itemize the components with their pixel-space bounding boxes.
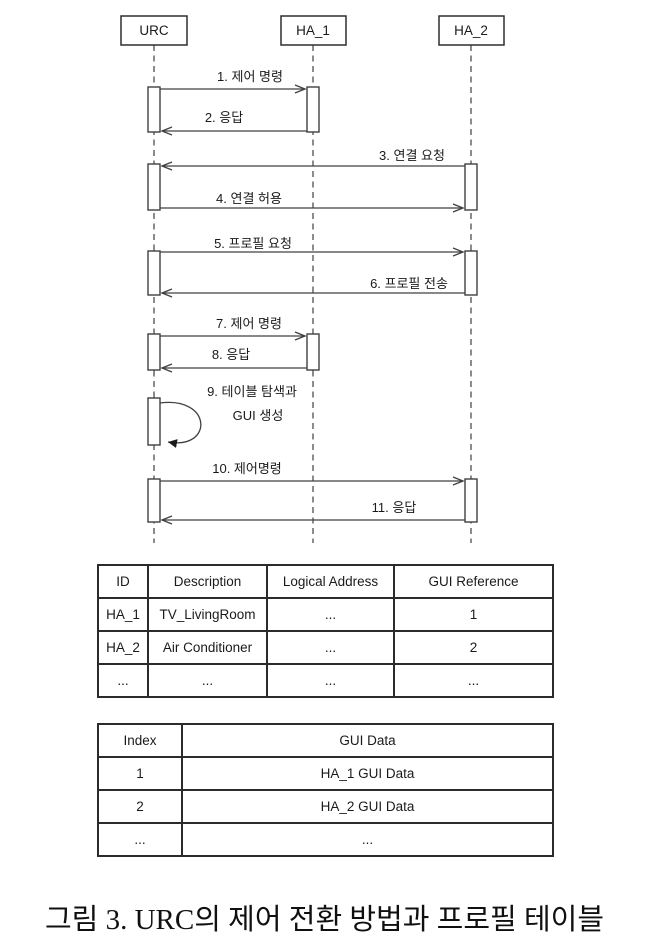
device-table-header-id: ID [97, 564, 149, 599]
gui-table-row: 2 HA_2 GUI Data [97, 789, 554, 824]
device-table-header-row: ID Description Logical Address GUI Refer… [97, 564, 554, 599]
message-label-5: 5. 프로필 요청 [214, 236, 292, 251]
gui-table-cell: HA_2 GUI Data [181, 789, 554, 824]
device-table-cell: 1 [393, 597, 554, 632]
device-table-header-guiref: GUI Reference [393, 564, 554, 599]
gui-table-cell: ... [97, 822, 183, 857]
message-label-10: 10. 제어명령 [212, 461, 282, 476]
device-table-row: ... ... ... ... [97, 663, 554, 698]
device-table-row: HA_2 Air Conditioner ... 2 [97, 630, 554, 665]
figure-caption: 그림 3. URC의 제어 전환 방법과 프로필 테이블 [44, 904, 604, 936]
actor-label-urc: URC [139, 23, 168, 38]
message-label-9-line1: 9. 테이블 탐색과 [207, 384, 297, 399]
device-table-cell: ... [266, 597, 395, 632]
device-profile-table: ID Description Logical Address GUI Refer… [97, 564, 554, 698]
device-table-row: HA_1 TV_LivingRoom ... 1 [97, 597, 554, 632]
activation-urc-3 [147, 250, 161, 296]
device-table-cell: HA_1 [97, 597, 149, 632]
message-label-4: 4. 연결 허용 [216, 191, 282, 206]
activation-ha2-3 [464, 478, 478, 523]
message-label-8: 8. 응답 [212, 347, 250, 362]
activation-ha1-2 [306, 333, 320, 371]
device-table-cell: ... [147, 663, 268, 698]
activation-urc-4 [147, 333, 161, 371]
device-table-cell: ... [97, 663, 149, 698]
actor-label-ha2: HA_2 [454, 23, 488, 38]
message-label-9-line2: GUI 생성 [233, 408, 284, 423]
gui-table-row: 1 HA_1 GUI Data [97, 756, 554, 791]
actor-label-ha1: HA_1 [296, 23, 330, 38]
device-table-cell: ... [266, 663, 395, 698]
message-label-11: 11. 응답 [372, 500, 417, 515]
message-arrow-9-self-loop [159, 401, 202, 448]
actor-box-urc [120, 15, 188, 46]
activation-ha1-1 [306, 86, 320, 133]
actor-box-ha1 [280, 15, 347, 46]
device-table-cell: TV_LivingRoom [147, 597, 268, 632]
device-table-header-logical: Logical Address [266, 564, 395, 599]
activation-urc-5 [147, 397, 161, 446]
sequence-diagram: URC HA_1 HA_2 1. 제어 명령 2. 응답 3. 연결 요청 [120, 15, 505, 543]
device-table-cell: Air Conditioner [147, 630, 268, 665]
device-table-cell: 2 [393, 630, 554, 665]
message-label-6: 6. 프로필 전송 [370, 276, 448, 291]
activation-ha2-1 [464, 163, 478, 211]
gui-table-cell: ... [181, 822, 554, 857]
actor-box-ha2 [438, 15, 505, 46]
gui-table-cell: 2 [97, 789, 183, 824]
activation-urc-2 [147, 163, 161, 211]
activation-ha2-2 [464, 250, 478, 296]
gui-data-table: Index GUI Data 1 HA_1 GUI Data 2 HA_2 GU… [97, 723, 554, 857]
message-label-7: 7. 제어 명령 [216, 316, 282, 331]
device-table-cell: ... [266, 630, 395, 665]
message-label-2: 2. 응답 [205, 110, 243, 125]
device-table-header-desc: Description [147, 564, 268, 599]
gui-table-cell: HA_1 GUI Data [181, 756, 554, 791]
activation-urc-1 [147, 86, 161, 133]
device-table-cell: HA_2 [97, 630, 149, 665]
activation-urc-6 [147, 478, 161, 523]
gui-table-header-row: Index GUI Data [97, 723, 554, 758]
gui-table-header-index: Index [97, 723, 183, 758]
message-label-3: 3. 연결 요청 [379, 148, 445, 163]
message-label-1: 1. 제어 명령 [217, 69, 283, 84]
gui-table-cell: 1 [97, 756, 183, 791]
gui-table-header-data: GUI Data [181, 723, 554, 758]
device-table-cell: ... [393, 663, 554, 698]
gui-table-row: ... ... [97, 822, 554, 857]
